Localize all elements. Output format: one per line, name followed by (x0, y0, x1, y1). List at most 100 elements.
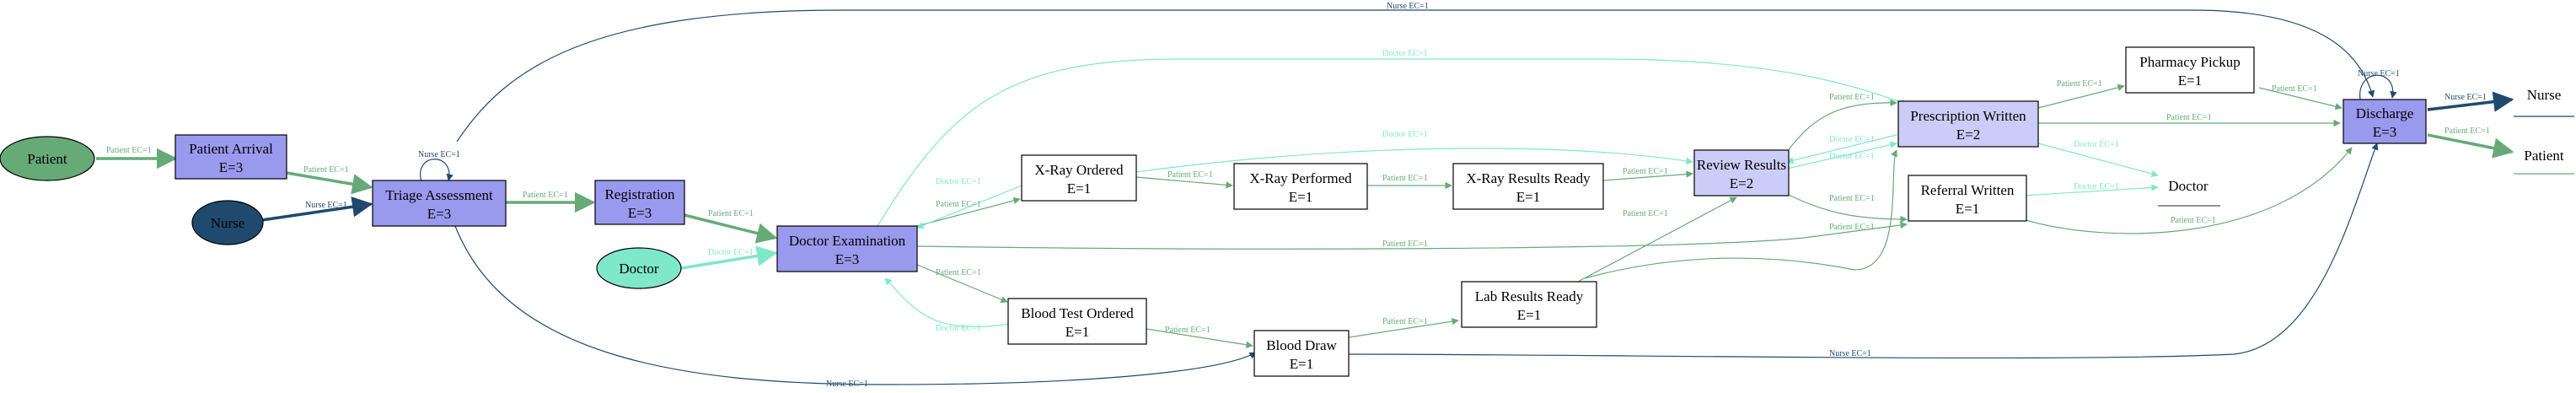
label-exam-bloodtest: Patient EC=1 (936, 268, 981, 277)
end-node-nurse[interactable]: Nurse (2527, 87, 2562, 103)
label-xrayresults-review: Patient EC=1 (1623, 167, 1668, 176)
node-referral-written[interactable] (1908, 175, 2027, 222)
edge-prescription-pharmacy (2037, 83, 2125, 109)
label-prescription-doctor-end: Doctor EC=1 (2074, 140, 2119, 149)
node-blood-test-ordered[interactable] (1007, 298, 1147, 345)
node-xray-results-ready-title: X-Ray Results Ready (1466, 170, 1591, 186)
node-xray-ordered-count: E=1 (1067, 180, 1091, 196)
node-registration[interactable] (594, 180, 685, 225)
node-patient-arrival-title: Patient Arrival (189, 141, 273, 157)
label-doctor-start: Doctor EC=1 (708, 248, 754, 257)
edge-doctor-start-exam (680, 245, 778, 270)
end-node-patient[interactable]: Patient (2524, 148, 2563, 164)
node-lab-results-ready[interactable] (1461, 281, 1597, 328)
node-xray-ordered-title: X-Ray Ordered (1034, 162, 1124, 178)
edge-prescription-doctor-end (2037, 143, 2159, 178)
node-pharmacy-pickup[interactable] (2125, 46, 2255, 94)
edge-labels: Nurse EC=1 Nurse EC=1 Nurse EC=1 Nurse E… (106, 2, 2490, 389)
node-prescription-written[interactable] (1897, 100, 2039, 148)
label-pharmacy-discharge: Patient EC=1 (2272, 84, 2317, 94)
node-xray-performed[interactable] (1233, 163, 1368, 210)
edge-labresults-prescription (1584, 149, 1897, 279)
node-xray-performed-title: X-Ray Performed (1249, 170, 1352, 186)
label-review-prescription: Patient EC=1 (1829, 93, 1875, 102)
node-triage-assessment[interactable] (372, 180, 507, 227)
label-patient-start: Patient EC=1 (106, 146, 152, 155)
edge-nurse-triage-discharge (456, 9, 2375, 143)
label-prescription-pharmacy: Patient EC=1 (2057, 79, 2102, 89)
node-blood-draw-title: Blood Draw (1266, 337, 1337, 353)
label-nurse-bottom-arc: Nurse EC=1 (826, 380, 868, 389)
node-registration-count: E=3 (628, 205, 652, 221)
label-discharge-selfloop: Nurse EC=1 (2358, 69, 2400, 78)
label-labresults-prescription: Patient EC=1 (1829, 194, 1875, 203)
node-xray-performed-count: E=1 (1289, 189, 1312, 205)
label-registration-exam: Patient EC=1 (708, 209, 754, 218)
label-discharge-patient-end: Patient EC=1 (2445, 127, 2490, 136)
node-referral-written-title: Referral Written (1921, 182, 2015, 198)
label-blooddraw-labresults: Patient EC=1 (1382, 317, 1428, 326)
node-triage-assessment-title: Triage Assessment (385, 187, 493, 203)
node-pharmacy-pickup-title: Pharmacy Pickup (2139, 54, 2240, 70)
node-xray-results-ready-count: E=1 (1516, 189, 1540, 205)
label-nurse-start: Nurse EC=1 (305, 201, 347, 210)
label-nurse-blooddraw-discharge: Nurse EC=1 (1829, 349, 1871, 358)
label-review-prescription-doctor: Doctor EC=1 (1829, 135, 1875, 144)
edge-bloodtest-blooddraw (1146, 328, 1253, 348)
node-review-results-title: Review Results (1697, 157, 1786, 173)
node-review-results[interactable] (1693, 149, 1790, 196)
label-referral-doctor-end: Doctor EC=1 (2074, 182, 2119, 191)
node-doctor-examination-count: E=3 (835, 251, 859, 267)
label-exam-prescription-doctor: Doctor EC=1 (1382, 49, 1428, 58)
node-xray-ordered[interactable] (1021, 154, 1137, 202)
label-arrival-triage: Patient EC=1 (303, 165, 349, 175)
edge-nurse-triage-blooddraw (454, 225, 1257, 385)
end-nodes: Nurse Patient Doctor (2158, 87, 2574, 207)
activity-nodes: Patient Arrival E=3 Triage Assessment E=… (174, 46, 2427, 377)
label-bloodtest-exam-doctor: Doctor EC=1 (936, 324, 981, 333)
edge-exam-referral (916, 221, 1908, 250)
label-xrayordered-exam-doctor: Doctor EC=1 (936, 177, 981, 186)
node-doctor-examination-title: Doctor Examination (789, 233, 906, 249)
label-exam-xrayordered: Patient EC=1 (936, 200, 981, 209)
edge-prescription-review-doctor (1786, 134, 1897, 164)
node-blood-draw[interactable] (1253, 330, 1350, 377)
label-xrayordered-xrayperformed: Patient EC=1 (1167, 170, 1213, 180)
node-discharge-title: Discharge (2356, 105, 2414, 121)
label-triage-registration: Patient EC=1 (523, 191, 568, 200)
edge-xrayordered-xrayperformed (1135, 176, 1233, 189)
start-node-patient[interactable] (0, 136, 95, 181)
node-discharge[interactable] (2343, 99, 2427, 144)
edge-exam-bloodtest (916, 264, 1008, 304)
start-node-doctor[interactable] (596, 247, 682, 289)
node-doctor-examination[interactable] (776, 225, 918, 272)
edge-exam-prescription-doctor (876, 58, 1908, 229)
label-bloodtest-blooddraw: Patient EC=1 (1165, 326, 1210, 335)
node-patient-arrival-count: E=3 (219, 159, 243, 175)
node-xray-results-ready[interactable] (1452, 163, 1604, 210)
label-discharge-nurse-end: Nurse EC=1 (2445, 93, 2487, 102)
node-patient-arrival[interactable] (174, 134, 287, 180)
label-labresults-review: Patient EC=1 (1623, 209, 1668, 218)
node-blood-draw-count: E=1 (1290, 356, 1313, 372)
edge-arrival-triage (286, 171, 373, 195)
edge-nurse-start-triage (244, 196, 373, 224)
end-node-doctor[interactable]: Doctor (2168, 178, 2208, 194)
edge-triage-selfloop (420, 159, 453, 183)
edge-labresults-review (1575, 196, 1737, 283)
start-node-nurse[interactable] (191, 200, 264, 245)
label-xrayperformed-xrayresults: Patient EC=1 (1382, 174, 1428, 183)
label-referral-discharge: Patient EC=1 (2171, 216, 2216, 225)
edge-xrayordered-review-doctor (1135, 148, 1693, 173)
edge-pharmacy-discharge (2258, 87, 2343, 110)
start-node-patient-label: Patient (27, 151, 67, 167)
start-nodes: Patient Nurse Doctor (0, 136, 682, 289)
node-review-results-count: E=2 (1730, 175, 1753, 191)
edge-discharge-patient-end (2427, 133, 2514, 159)
node-pharmacy-pickup-count: E=1 (2178, 73, 2202, 89)
edge-review-referral (1786, 193, 1908, 223)
label-triage-selfloop: Nurse EC=1 (418, 150, 460, 159)
edge-referral-discharge (2022, 147, 2353, 234)
node-lab-results-ready-title: Lab Results Ready (1475, 288, 1584, 304)
node-prescription-written-title: Prescription Written (1910, 108, 2026, 124)
